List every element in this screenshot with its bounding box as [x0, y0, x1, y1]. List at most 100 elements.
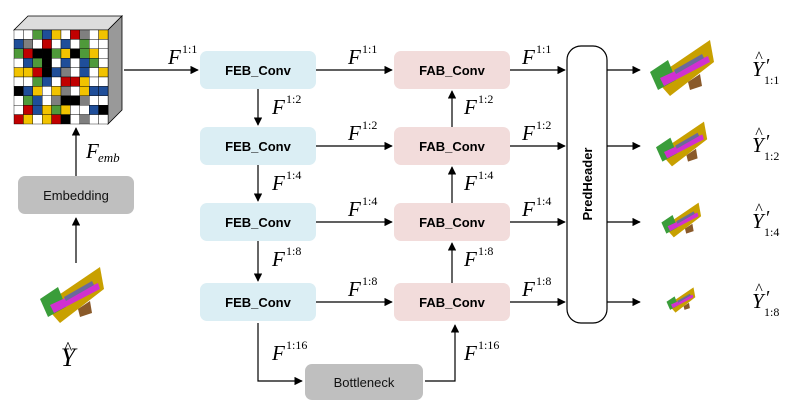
svg-text:F: F	[347, 277, 361, 301]
svg-text:F: F	[521, 277, 535, 301]
fab-conv-box-1	[394, 51, 510, 89]
svg-text:1:1: 1:1	[182, 42, 197, 56]
svg-text:^: ^	[64, 338, 73, 358]
svg-text:1:1: 1:1	[764, 73, 779, 87]
feb-conv-box-3	[200, 203, 316, 241]
output-scene-image-3	[661, 202, 702, 238]
fab-conv-label-4: FAB_Conv	[419, 295, 486, 310]
pred-header-box	[566, 45, 608, 324]
svg-text:F: F	[463, 95, 477, 119]
fab-conv-box-2	[394, 127, 510, 165]
svg-text:F: F	[85, 139, 99, 163]
embedding-cube	[13, 15, 123, 125]
svg-text:F: F	[521, 45, 535, 69]
svg-text:F: F	[271, 171, 285, 195]
svg-text:F: F	[463, 247, 477, 271]
output-label-1: ^Y′1:1	[752, 49, 779, 87]
svg-text:1:2: 1:2	[764, 149, 779, 163]
embedding-label: Embedding	[43, 188, 109, 203]
svg-text:Y: Y	[61, 343, 78, 372]
fab-conv-label-3: FAB_Conv	[419, 215, 486, 230]
svg-text:1:4: 1:4	[536, 194, 551, 208]
input-symbol: ^ Y	[61, 338, 78, 372]
svg-text:1:1: 1:1	[536, 42, 551, 56]
svg-text:1:8: 1:8	[536, 274, 551, 288]
svg-text:F: F	[463, 341, 477, 365]
svg-text:F: F	[167, 45, 181, 69]
svg-text:F: F	[347, 197, 361, 221]
f-label-cube-feb: F 1:1	[167, 42, 197, 69]
svg-text:1:4: 1:4	[362, 194, 377, 208]
bottleneck-label: Bottleneck	[334, 375, 395, 390]
svg-text:F: F	[347, 45, 361, 69]
svg-text:^: ^	[755, 125, 763, 142]
output-scene-image-2	[656, 121, 708, 167]
feb-conv-label-2: FEB_Conv	[225, 139, 292, 154]
svg-text:1:2: 1:2	[362, 118, 377, 132]
embedding-box	[18, 176, 134, 214]
svg-text:1:16: 1:16	[478, 338, 499, 352]
feb-conv-label-3: FEB_Conv	[225, 215, 292, 230]
svg-text:F: F	[347, 121, 361, 145]
fab-conv-label-1: FAB_Conv	[419, 63, 486, 78]
input-scene-image	[40, 267, 104, 323]
svg-text:1:2: 1:2	[286, 92, 301, 106]
svg-text:′: ′	[766, 131, 770, 153]
svg-text:Y: Y	[752, 133, 766, 157]
svg-text:1:4: 1:4	[478, 168, 493, 182]
svg-text:1:8: 1:8	[362, 274, 377, 288]
svg-text:Y: Y	[752, 209, 766, 233]
svg-text:1:2: 1:2	[536, 118, 551, 132]
feb-conv-box-1	[200, 51, 316, 89]
f-emb-label: F emb	[85, 139, 120, 165]
svg-text:F: F	[271, 341, 285, 365]
svg-text:1:8: 1:8	[478, 244, 493, 258]
output-label-3: ^Y′1:4	[752, 201, 779, 239]
feb-conv-box-4	[200, 283, 316, 321]
svg-text:′: ′	[766, 55, 770, 77]
output-label-2: ^Y′1:2	[752, 125, 779, 163]
svg-text:F: F	[521, 121, 535, 145]
arrow-bottleneck-to-fab-4	[425, 324, 460, 382]
bottleneck-box	[305, 364, 423, 400]
svg-text:F: F	[463, 171, 477, 195]
feb-conv-box-2	[200, 127, 316, 165]
svg-text:′: ′	[766, 287, 770, 309]
svg-text:^: ^	[755, 49, 763, 66]
pred-header-label: PredHeader	[580, 148, 595, 221]
svg-text:Y: Y	[752, 57, 766, 81]
svg-text:1:4: 1:4	[286, 168, 301, 182]
feb-conv-label-4: FEB_Conv	[225, 295, 292, 310]
svg-text:^: ^	[755, 201, 763, 218]
fab-conv-box-4	[394, 283, 510, 321]
svg-text:1:1: 1:1	[362, 42, 377, 56]
output-scene-image-1	[650, 40, 714, 96]
fab-conv-label-2: FAB_Conv	[419, 139, 486, 154]
arrow-feb-4-to-bottleneck	[257, 323, 303, 386]
svg-text:F: F	[271, 247, 285, 271]
feb-conv-label-1: FEB_Conv	[225, 63, 292, 78]
svg-text:Y: Y	[752, 289, 766, 313]
f-label-bottleneck-in: F 1:16	[271, 338, 307, 365]
svg-text:F: F	[271, 95, 285, 119]
svg-text:1:8: 1:8	[764, 305, 779, 319]
svg-text:F: F	[521, 197, 535, 221]
svg-text:1:8: 1:8	[286, 244, 301, 258]
svg-text:^: ^	[755, 281, 763, 298]
output-label-4: ^Y′1:8	[752, 281, 779, 319]
svg-text:1:2: 1:2	[478, 92, 493, 106]
